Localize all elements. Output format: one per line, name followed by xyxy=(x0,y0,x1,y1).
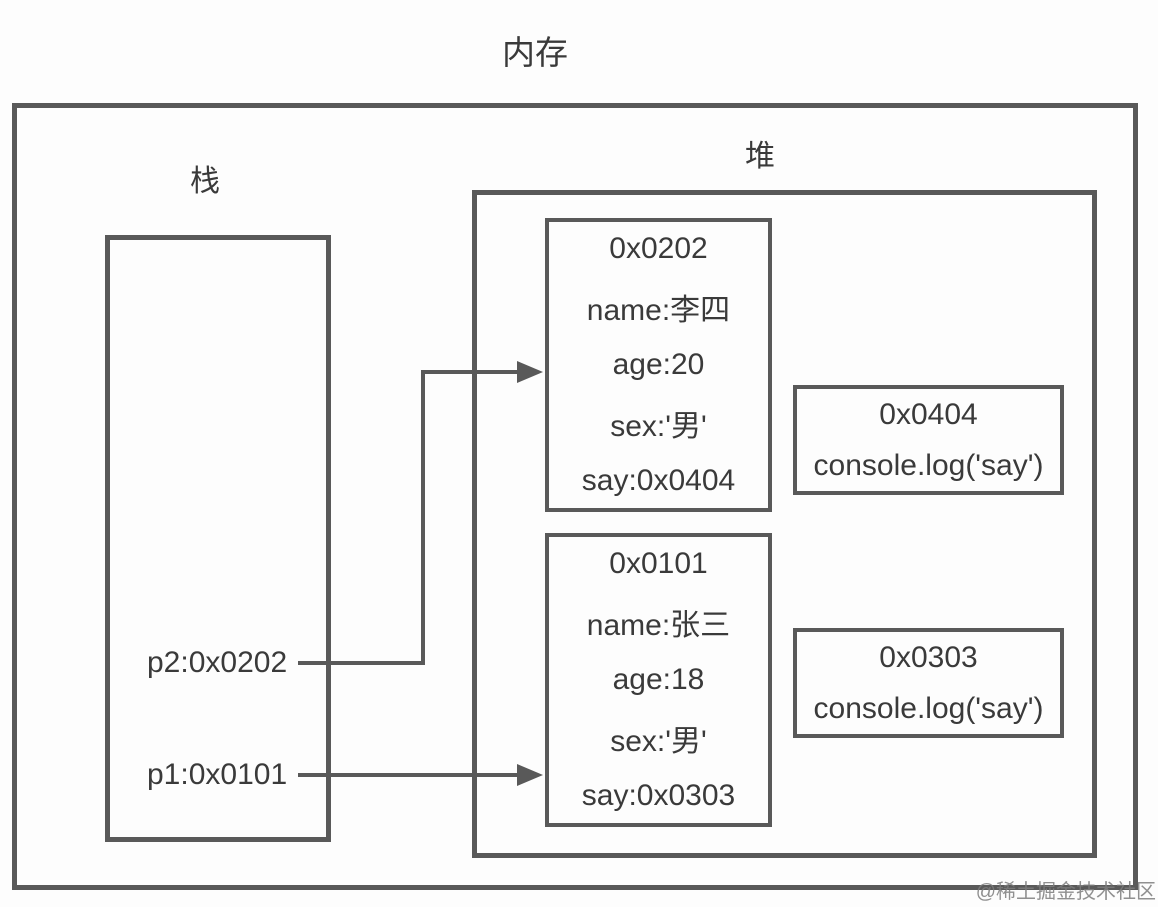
heap-object-0x0101: 0x0101 name:张三 age:18 sex:'男' say:0x0303 xyxy=(545,533,772,827)
function-address: 0x0404 xyxy=(879,397,978,431)
heap-label: 堆 xyxy=(745,140,775,173)
heap-function-0x0303: 0x0303 console.log('say') xyxy=(793,628,1064,738)
arrow-p2-arrowhead-icon xyxy=(517,361,543,383)
object-address: 0x0202 xyxy=(609,231,708,265)
stack-box xyxy=(105,235,331,842)
object-prop-age: age:18 xyxy=(612,662,705,696)
stack-item-p1: p1:0x0101 xyxy=(147,758,288,791)
heap-box xyxy=(472,190,1097,858)
object-prop-age: age:20 xyxy=(612,347,705,381)
arrow-p1-segment-horizontal xyxy=(298,773,519,777)
heap-function-0x0404: 0x0404 console.log('say') xyxy=(793,385,1064,495)
stack-label: 栈 xyxy=(190,165,220,198)
arrow-p2-segment-horizontal-1 xyxy=(298,661,425,665)
watermark: @稀土掘金技术社区 xyxy=(975,881,1156,903)
diagram-title: 内存 xyxy=(502,34,568,71)
object-prop-say: say:0x0303 xyxy=(581,779,736,813)
function-address: 0x0303 xyxy=(879,640,978,674)
function-body: console.log('say') xyxy=(813,691,1044,725)
heap-object-0x0202: 0x0202 name:李四 age:20 sex:'男' say:0x0404 xyxy=(545,218,772,512)
object-prop-name: name:李四 xyxy=(586,293,731,327)
object-prop-sex: sex:'男' xyxy=(610,725,707,759)
arrow-p2-segment-vertical xyxy=(421,370,425,665)
object-prop-sex: sex:'男' xyxy=(610,410,707,444)
memory-outer-box xyxy=(12,103,1138,890)
object-prop-name: name:张三 xyxy=(586,608,731,642)
arrow-p1-arrowhead-icon xyxy=(517,764,543,786)
function-body: console.log('say') xyxy=(813,448,1044,482)
stack-item-p2: p2:0x0202 xyxy=(147,646,288,679)
object-address: 0x0101 xyxy=(609,546,708,580)
object-prop-say: say:0x0404 xyxy=(581,464,736,498)
arrow-p2-segment-horizontal-2 xyxy=(421,370,519,374)
